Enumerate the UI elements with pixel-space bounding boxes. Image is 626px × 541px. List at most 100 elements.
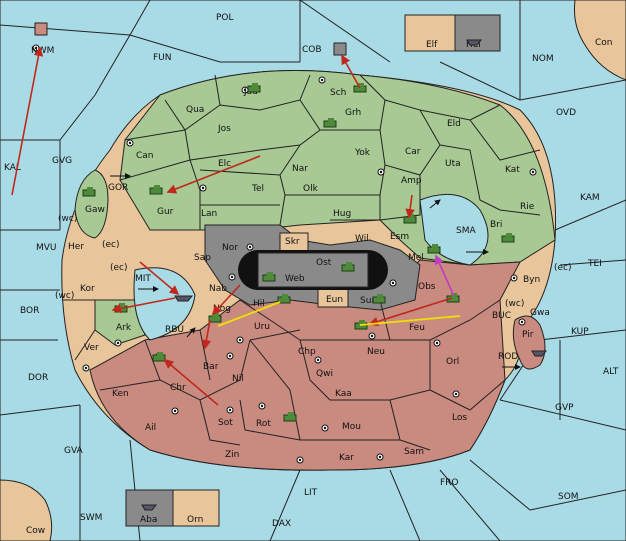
land-tel-label: Tel xyxy=(251,184,264,194)
land-gur-label: Gur xyxy=(157,207,174,217)
unit-tank xyxy=(152,352,166,362)
sea-bor-label: BOR xyxy=(20,306,39,316)
region-nwm[interactable] xyxy=(34,22,48,36)
land-amp-label: Amp xyxy=(401,176,422,186)
land-car-label: Car xyxy=(405,147,421,157)
land-rot-label: Rot xyxy=(256,419,271,429)
coast-ec-label: (ec) xyxy=(554,263,572,273)
orders xyxy=(11,46,521,406)
region-ark[interactable] xyxy=(94,299,146,346)
land-ken-label: Ken xyxy=(112,389,129,399)
land-ver-label: Ver xyxy=(84,343,99,353)
land-nog-label: Nog xyxy=(213,304,231,314)
land-qwi-label: Qwi xyxy=(316,369,333,379)
land-ark-label: Ark xyxy=(116,323,132,333)
land-uru-label: Uru xyxy=(254,322,270,332)
unit-tank xyxy=(323,118,337,128)
land-nil-label: Nil xyxy=(232,374,244,384)
sea-nom-label: NOM xyxy=(532,54,554,64)
sea-swm-label: SWM xyxy=(80,513,102,523)
coast-wc-label: (wc) xyxy=(58,214,77,224)
sea-som-label: SOM xyxy=(558,492,579,502)
sea-alt-label: ALT xyxy=(603,367,619,377)
region-elf[interactable] xyxy=(404,14,456,52)
land-kor-label: Kor xyxy=(80,284,95,294)
land-nar-label: Nar xyxy=(292,164,308,174)
unit-tank xyxy=(149,185,163,195)
region-gaw[interactable] xyxy=(74,169,109,239)
sea-ovd-label: OVD xyxy=(556,108,576,118)
sea-mit-label: MIT xyxy=(135,274,151,284)
land-grh-label: Grh xyxy=(345,108,361,118)
sea-rod-label: ROD xyxy=(498,352,518,362)
land-elf-label: Elf xyxy=(426,40,438,50)
land-sch-label: Sch xyxy=(330,88,346,98)
sea-pol-label: POL xyxy=(216,13,234,23)
unit-tank xyxy=(501,233,515,243)
internal-borders xyxy=(62,74,541,451)
sea-fro-label: FRO xyxy=(440,478,459,488)
coast-label-group: (wc)(ec)(ec)(wc)(wc)(ec) xyxy=(55,214,572,309)
land-aba-label: Aba xyxy=(140,515,157,525)
land-neu-label: Neu xyxy=(367,347,385,357)
land-obs-label: Obs xyxy=(418,282,436,292)
sea-gvg-label: GVG xyxy=(52,156,72,166)
land-byn-label: Byn xyxy=(523,275,540,285)
land-cow-label: Cow xyxy=(26,526,45,536)
land-mel-label: Mel xyxy=(408,253,424,263)
land-uta-label: Uta xyxy=(445,159,461,169)
unit-tank xyxy=(354,320,368,330)
sea-dor-label: DOR xyxy=(28,373,48,383)
land-sun-label: Sun xyxy=(360,296,377,306)
unit-tank xyxy=(277,294,291,304)
unit-tank xyxy=(262,272,276,282)
coast-wc-label: (wc) xyxy=(505,299,524,309)
sea-sma-label: SMA xyxy=(456,226,476,236)
unit-tank xyxy=(353,83,367,93)
land-kaa-label: Kaa xyxy=(335,389,352,399)
sea-buc-label: BUC xyxy=(492,311,511,321)
sea-gva-label: GVA xyxy=(64,446,84,456)
region-cob-island[interactable] xyxy=(333,42,347,56)
land-jos-label: Jos xyxy=(217,124,231,134)
region-orn[interactable] xyxy=(172,489,220,527)
coast-ec-label: (ec) xyxy=(102,240,120,250)
land-kar-label: Kar xyxy=(339,453,354,463)
land-zin-label: Zin xyxy=(225,450,239,460)
land-nwm-label: NWM xyxy=(31,46,54,56)
land-wil-label: Wil xyxy=(355,234,369,244)
land-sam-label: Sam xyxy=(404,447,424,457)
land-her-label: Her xyxy=(68,242,84,252)
land-orn-label: Orn xyxy=(187,515,203,525)
land-nab-label: Nab xyxy=(209,284,227,294)
land-hil-label: Hil xyxy=(253,299,265,309)
sea-gor-label: GOR xyxy=(108,183,128,193)
sea-kup-label: KUP xyxy=(571,327,589,337)
land-gwa-label: Gwa xyxy=(530,308,550,318)
land-orl-label: Orl xyxy=(446,357,459,367)
land-eld-label: Eld xyxy=(447,119,461,129)
unit-tank xyxy=(427,244,441,254)
land-web-label: Web xyxy=(285,274,305,284)
land-bri-label: Bri xyxy=(490,220,502,230)
lake-mit[interactable] xyxy=(133,267,196,341)
land-can-label: Can xyxy=(136,151,154,161)
land-label-group: NWMElfHelConJadSchQuaGrhJosEldCanCarYokU… xyxy=(26,38,613,536)
land-yok-label: Yok xyxy=(354,148,371,158)
land-rie-label: Rie xyxy=(520,202,535,212)
unit-tank xyxy=(341,262,355,272)
land-chr-label: Chr xyxy=(170,383,186,393)
land-nor-label: Nor xyxy=(222,243,238,253)
unit-tank xyxy=(247,83,261,93)
land-elc-label: Elc xyxy=(218,159,231,169)
unit-tank xyxy=(283,412,297,422)
region-cow[interactable] xyxy=(0,479,53,541)
region-con[interactable] xyxy=(574,0,626,81)
unit-fleet xyxy=(141,504,158,511)
sea-rbu-label: RBU xyxy=(165,325,184,335)
sea-label-group: POLFUNCOBNOMOVDKALGVGKAMMVUTEIBORKUPDORA… xyxy=(4,13,619,529)
land-esm-label: Esm xyxy=(390,232,409,242)
land-hug-label: Hug xyxy=(333,209,351,219)
